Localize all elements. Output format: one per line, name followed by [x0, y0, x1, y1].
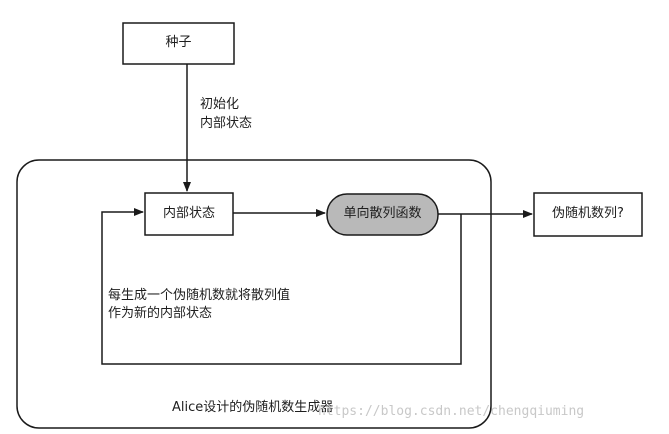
seed-box [122, 22, 235, 65]
container-label: Alice设计的伪随机数生成器 [172, 400, 334, 415]
output-label: 伪随机数列? [552, 206, 624, 221]
init-label-line1: 初始化 [200, 97, 240, 112]
arrow-feedback-loop [101, 208, 462, 365]
feedback-label-line2: 作为新的内部状态 [108, 306, 213, 321]
output-box [533, 192, 643, 237]
generator-container [16, 159, 492, 429]
watermark: https://blog.csdn.net/chengqiuming [318, 404, 585, 419]
init-label-line2: 内部状态 [200, 116, 253, 131]
feedback-label-line1: 每生成一个伪随机数就将散列值 [108, 288, 291, 303]
seed-label: 种子 [165, 35, 192, 50]
internal-state-box [144, 192, 234, 236]
internal-state-label: 内部状态 [162, 206, 215, 221]
hash-function-label: 单向散列函数 [343, 206, 422, 221]
